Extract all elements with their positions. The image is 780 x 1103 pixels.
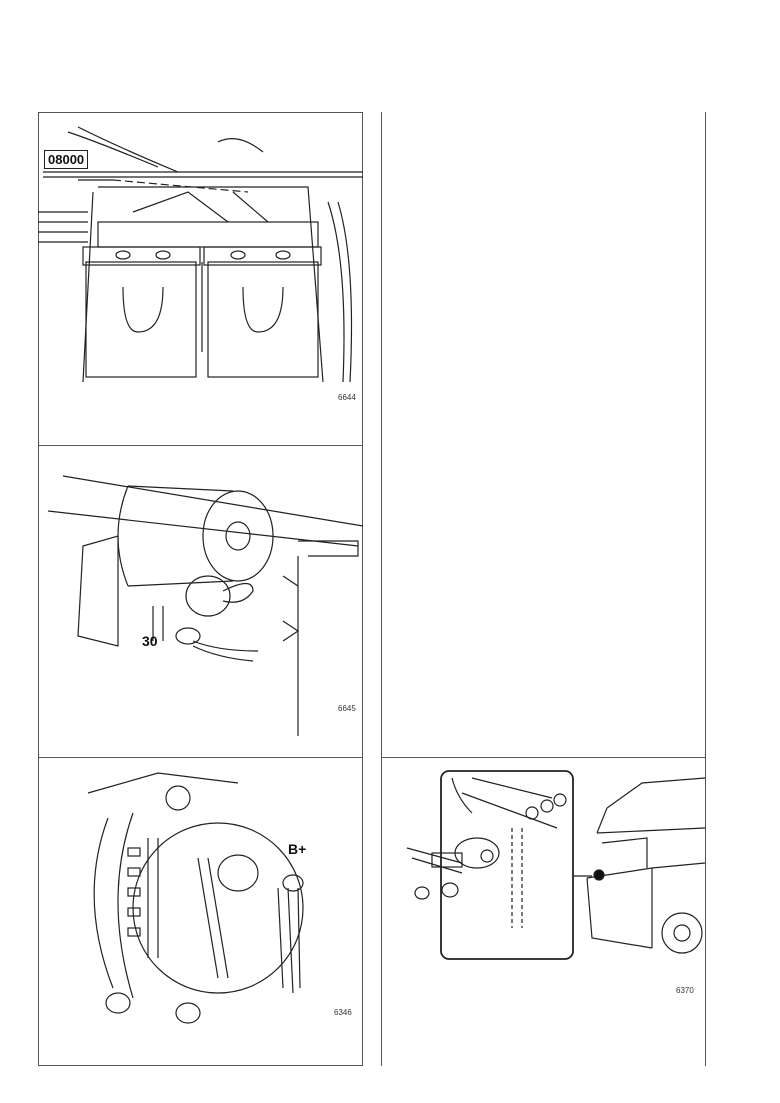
figure-number: 6370	[676, 986, 694, 995]
truck-illustration	[406, 770, 705, 960]
terminal-label: 30	[142, 633, 158, 649]
battery-illustration	[38, 126, 363, 383]
divider	[38, 445, 363, 446]
right-column-right-rule	[705, 112, 706, 1066]
terminal-label: B+	[288, 841, 307, 857]
figure-number: 6346	[334, 1008, 352, 1017]
figure-number: 6645	[338, 704, 356, 713]
alternator-illustration	[87, 772, 304, 1024]
figure-number: 6644	[338, 393, 356, 402]
starter-illustration	[47, 475, 363, 736]
divider	[381, 757, 706, 758]
figure-starter-motor: 30 6645	[38, 446, 363, 757]
callout-label: 08000	[44, 150, 89, 169]
right-column-left-rule	[381, 112, 382, 1066]
divider	[38, 757, 363, 758]
left-column-frame	[38, 112, 363, 1066]
figure-batteries: 08000 6644	[38, 112, 363, 445]
figure-ground-connection: 6370	[382, 758, 705, 1066]
figure-alternator: B+ 6346	[38, 758, 363, 1066]
